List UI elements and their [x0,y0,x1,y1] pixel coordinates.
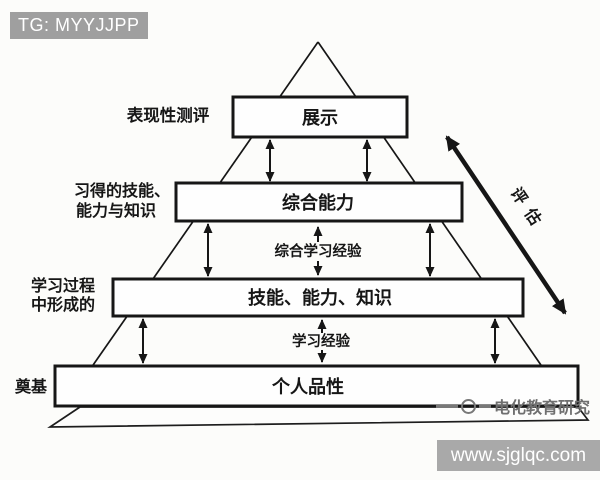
lower-experience-label: 学习经验 [292,332,350,350]
arrows-level2-level3 [203,223,435,277]
site-banner: www.sjglqc.com [437,440,600,471]
side-label-level3-line1: 学习过程 [31,276,95,295]
tag-banner: TG: MYYJJPP [10,12,148,39]
watermark-dash-2 [479,404,491,408]
assessment-arrow [445,135,567,315]
arrows-level1-level2 [265,139,372,182]
watermark-label: 电化教育研究 [494,400,591,417]
side-label-level3-line2: 中形成的 [31,295,95,314]
upper-experience-label: 综合学习经验 [275,242,362,260]
level3-label: 技能、能力、知识 [248,287,392,308]
side-label-level2-line2: 能力与知识 [76,201,156,220]
level2-label: 综合能力 [282,192,354,213]
side-label-level1: 表现性测评 [127,105,210,125]
side-label-level2-line1: 习得的技能、 [74,181,170,200]
arrows-level3-level4 [138,318,500,364]
level1-label: 展示 [302,108,338,128]
logo-circle-icon [461,398,476,414]
assessment-label: 评估 [507,184,551,236]
level1-box [231,95,409,139]
level4-label: 个人品性 [271,376,344,397]
watermark-dash [436,404,458,408]
level4-box [53,364,580,408]
side-label-level4: 奠基 [14,377,48,396]
level2-box [174,181,464,223]
watermark: 电化教育研究 [436,394,590,418]
